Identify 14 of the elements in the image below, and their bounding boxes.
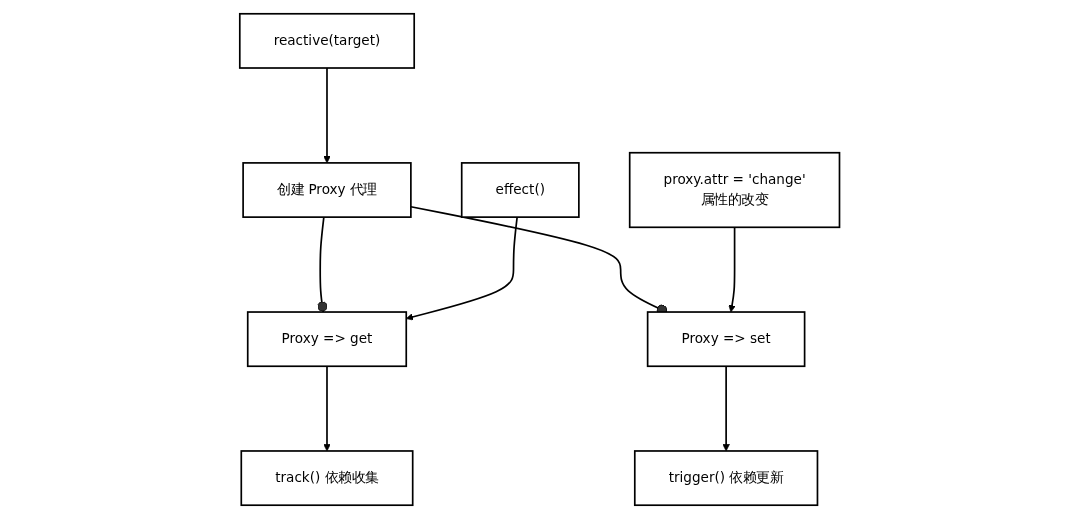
node-box: proxy.attr = 'change' 属性的改变 (629, 151, 841, 229)
arrow (406, 216, 519, 321)
arrow (323, 365, 332, 452)
node-box: reactive(target) (239, 12, 416, 69)
arrow (728, 226, 737, 313)
node-box: effect() (461, 162, 581, 218)
node-box: trigger() 依赖更新 (634, 450, 819, 507)
arrow (323, 67, 332, 164)
node-box: Proxy => get (247, 311, 408, 368)
node-box: track() 依赖收集 (240, 450, 414, 507)
arrow (722, 365, 731, 452)
connector (317, 216, 328, 313)
node-box: Proxy => set (647, 311, 806, 368)
node-box: 创建 Proxy 代理 (242, 162, 413, 218)
